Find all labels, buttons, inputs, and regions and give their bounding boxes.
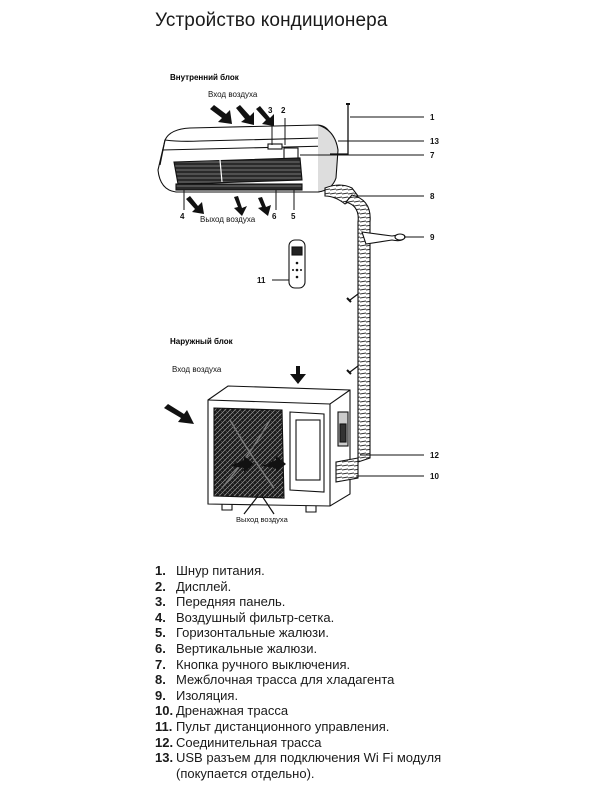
display xyxy=(267,143,283,150)
air-out-arrow-icon xyxy=(262,456,286,472)
indoor-air-in-label: Вход воздуха xyxy=(208,90,258,99)
callout-numbers: 1 3 2 13 7 8 9 4 6 5 11 12 10 xyxy=(180,106,439,481)
callout-6: 6 xyxy=(272,212,277,221)
callout-8: 8 xyxy=(430,192,435,201)
callout-13: 13 xyxy=(430,137,439,146)
indoor-unit: Вход воздуха Выход воздуха xyxy=(157,90,406,463)
legend-item: 1.Шнур питания. xyxy=(155,563,265,578)
outdoor-air-in-label: Вход воздуха xyxy=(172,365,222,374)
legend-item: 2.Дисплей. xyxy=(155,578,232,594)
legend-item: 3.Передняя панель. xyxy=(155,594,286,610)
legend-item: 9.Изоляция. xyxy=(155,687,239,703)
indoor-unit-heading: Внутренний блок xyxy=(170,73,240,82)
callout-4: 4 xyxy=(180,212,185,221)
air-in-arrow-icon xyxy=(256,106,274,126)
outdoor-air-out-label: Выход воздуха xyxy=(236,515,289,524)
air-out-arrow-icon xyxy=(186,196,204,214)
callout-11: 11 xyxy=(257,276,266,285)
callout-3: 3 xyxy=(268,106,273,115)
air-out-arrow-icon xyxy=(234,196,247,216)
legend-item: 6.Вертикальные жалюзи. xyxy=(155,640,318,656)
outdoor-unit-heading: Наружный блок xyxy=(170,337,234,346)
outdoor-unit: Вход воздуха Выход воздуха xyxy=(164,365,359,524)
callout-10: 10 xyxy=(430,472,439,481)
power-cord xyxy=(330,104,349,155)
air-in-arrow-icon xyxy=(210,105,232,124)
callout-2: 2 xyxy=(281,106,286,115)
legend-item: 5.Горизонтальные жалюзи. xyxy=(155,625,329,641)
air-in-arrow-icon xyxy=(236,105,254,125)
legend-item: 4.Воздушный фильтр-сетка. xyxy=(155,609,335,625)
callout-1: 1 xyxy=(430,113,435,122)
air-in-arrow-icon xyxy=(164,404,194,424)
callout-lines xyxy=(183,116,424,477)
callout-12: 12 xyxy=(430,451,439,460)
remote-control xyxy=(288,239,306,289)
legend-item: 10.Дренажная трасса xyxy=(155,703,289,719)
callout-9: 9 xyxy=(430,233,435,242)
air-conditioner-diagram: Внутренний блок Наружный блок Вход возду… xyxy=(157,73,439,524)
indoor-air-out-label: Выход воздуха xyxy=(200,215,256,224)
air-filter-grille xyxy=(173,157,303,185)
air-out-arrow-icon xyxy=(230,456,254,472)
legend-item: 8.Межблочная трасса для хладагента xyxy=(155,672,395,688)
callout-5: 5 xyxy=(291,212,296,221)
air-in-arrow-icon xyxy=(290,366,306,384)
legend-item: 7.Кнопка ручного выключения. xyxy=(155,656,351,672)
legend-item: 12.Соединительная трасса xyxy=(155,734,322,750)
air-out-arrow-icon xyxy=(258,197,271,216)
page-title: Устройство кондиционера xyxy=(155,10,388,31)
legend-item: 13.USB разъем для подключения Wi Fi моду… xyxy=(155,750,442,781)
horizontal-louvers xyxy=(175,183,303,191)
callout-7: 7 xyxy=(430,151,435,160)
legend-item: 11.Пульт дистанционного управления. xyxy=(155,718,390,734)
parts-legend: 1.Шнур питания. 2.Дисплей. 3.Передняя па… xyxy=(155,563,476,781)
